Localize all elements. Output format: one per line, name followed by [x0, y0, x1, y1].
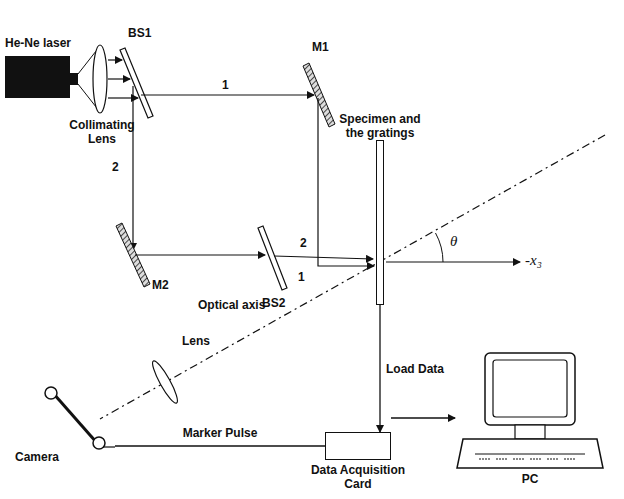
- keyboard-slot: [475, 454, 585, 455]
- edge-label: Marker Pulse: [183, 426, 258, 440]
- laser-source: He-Ne laser: [5, 36, 85, 98]
- film-reel: [45, 387, 57, 399]
- beam-splitter: [258, 226, 287, 290]
- part-label: BS2: [262, 296, 285, 310]
- specimen: Specimen and the gratings: [330, 112, 430, 305]
- node-label: Camera: [15, 450, 115, 464]
- angle-arc: [436, 233, 444, 262]
- laser-nozzle: [70, 73, 78, 85]
- part-label: Lens: [182, 334, 210, 348]
- edge-label: Load Data: [386, 362, 444, 376]
- camera-symbol: [15, 385, 115, 450]
- screen: [493, 360, 567, 417]
- part-label: 1: [298, 270, 305, 284]
- camera-lead: [103, 446, 115, 447]
- collimating-lens: [93, 45, 107, 113]
- mirror: [303, 63, 335, 127]
- part-label: M1: [312, 40, 329, 54]
- camera-film: [53, 393, 97, 443]
- connector: [391, 417, 455, 418]
- symbol-label: θ: [450, 234, 457, 248]
- keyboard-base: [457, 439, 603, 468]
- part-label: Optical axis: [198, 298, 265, 312]
- part-label: 2: [112, 160, 119, 174]
- camera: Camera: [15, 385, 115, 464]
- connector: [115, 445, 325, 446]
- camera-lens: [149, 359, 181, 406]
- laser-body: [5, 56, 70, 98]
- part-label: 1: [222, 78, 229, 92]
- beam: [108, 78, 130, 79]
- beam: [108, 59, 122, 60]
- node-label: PC: [455, 472, 605, 486]
- key-row: [496, 459, 508, 460]
- key-row: [547, 459, 559, 460]
- key-row: [479, 459, 491, 460]
- key-row: [530, 459, 542, 460]
- part-label: M2: [152, 278, 169, 292]
- beam: [274, 256, 373, 259]
- beam-splitter: [120, 48, 153, 118]
- daq-card: Data Acquisition Card: [308, 432, 408, 491]
- key-row: [513, 459, 525, 460]
- part-label: BS1: [128, 26, 151, 40]
- part-label: Collimating Lens: [62, 118, 142, 146]
- symbol-label: -x₃: [525, 253, 542, 267]
- monitor-stand: [515, 425, 545, 439]
- monitor: [485, 353, 575, 425]
- beam: [132, 86, 133, 250]
- computer-symbol: [455, 350, 605, 472]
- axis-arrow: [386, 261, 520, 262]
- part-label: 2: [300, 236, 307, 250]
- optical-axis: [100, 135, 605, 419]
- connector: [379, 305, 380, 432]
- specimen-bar: [376, 140, 384, 305]
- node-label: Specimen and the gratings: [330, 112, 430, 140]
- daq-box: [325, 432, 391, 460]
- node-label: Data Acquisition Card: [308, 463, 408, 491]
- pc: PC: [455, 350, 605, 486]
- beam: [135, 254, 265, 255]
- key-row: [564, 459, 576, 460]
- beam: [141, 94, 314, 95]
- node-label: He-Ne laser: [5, 36, 85, 50]
